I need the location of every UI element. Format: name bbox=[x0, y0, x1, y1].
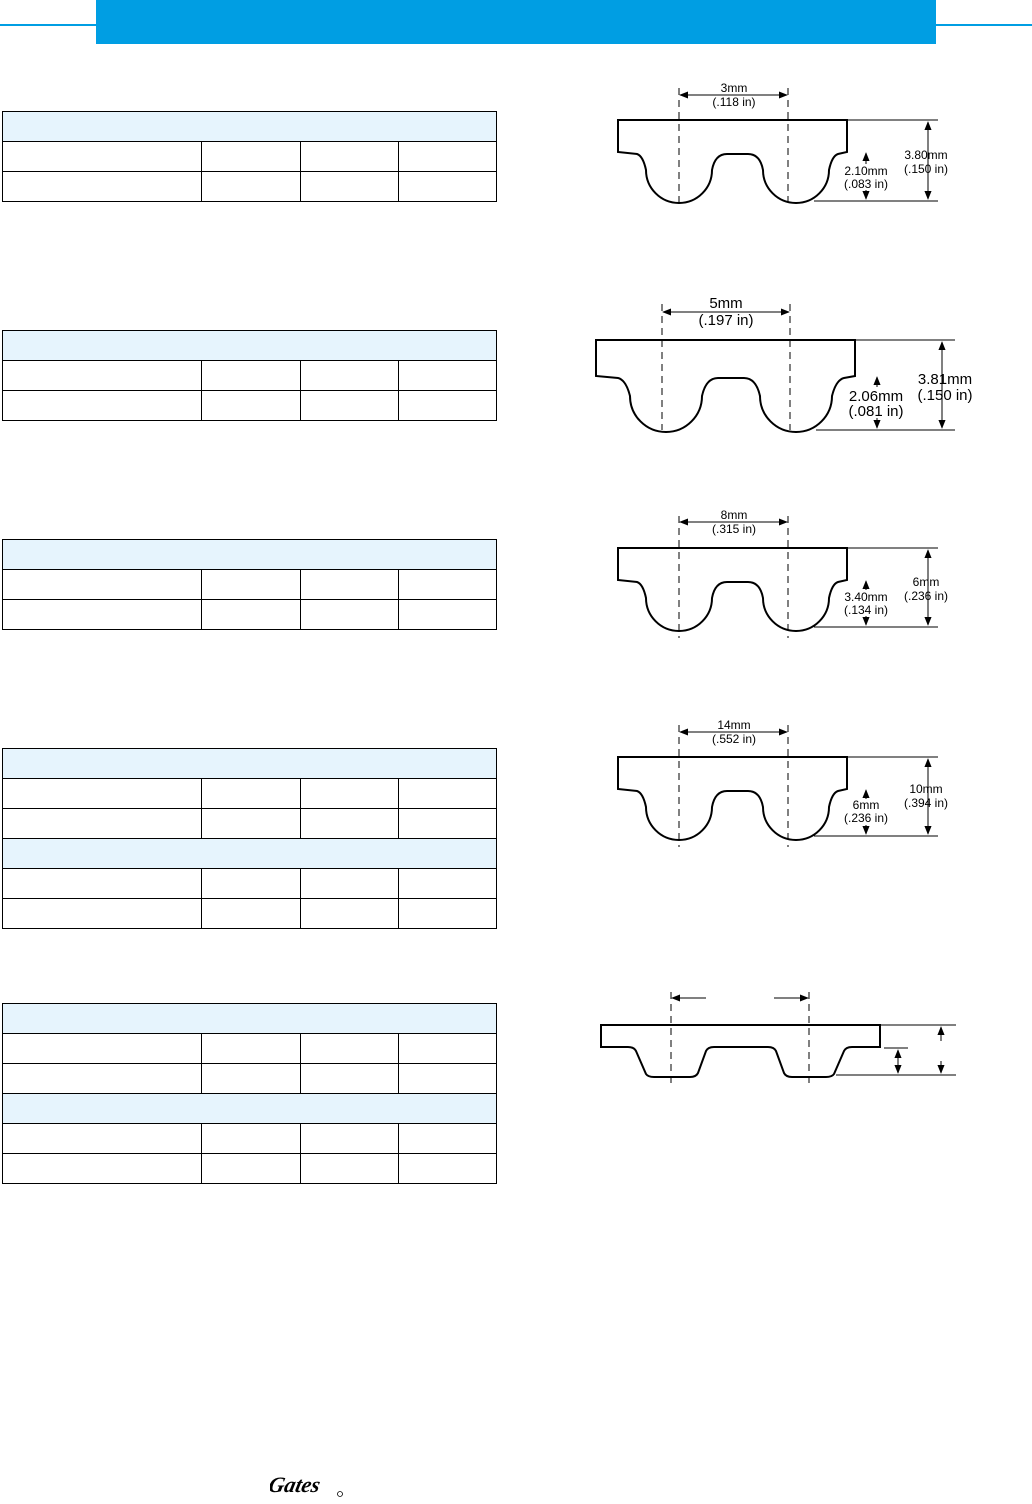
belt-outline bbox=[600, 1024, 881, 1078]
height-mm-label: 3.81mm bbox=[918, 371, 972, 388]
table-row bbox=[1, 141, 498, 172]
depth-in-label: (.081 in) bbox=[848, 403, 903, 420]
depth-mm-label: 6mm bbox=[853, 798, 880, 812]
table-row bbox=[1, 808, 498, 839]
depth-in-label: (.083 in) bbox=[844, 177, 888, 191]
belt-profile-3mm-diagram: 3mm (.118 in) 2.10mm (.083 in) 3.80mm (.… bbox=[617, 81, 948, 206]
table-header-row bbox=[2, 1093, 497, 1124]
table-row bbox=[1, 1123, 498, 1154]
depth-mm-label: 2.06mm bbox=[849, 388, 903, 405]
table-header-row bbox=[2, 748, 497, 779]
table-row bbox=[1, 171, 498, 202]
spec-table-2 bbox=[1, 330, 498, 421]
table-header-row bbox=[2, 539, 497, 570]
spec-table-3 bbox=[1, 539, 498, 630]
height-in-label: (.150 in) bbox=[917, 387, 972, 404]
belt-outline bbox=[617, 119, 848, 204]
pitch-mm-label: 14mm bbox=[717, 718, 750, 732]
pitch-mm-label: 5mm bbox=[709, 295, 742, 312]
table-header-row bbox=[2, 111, 497, 142]
belt-profile-trapezoidal-diagram bbox=[600, 992, 956, 1086]
pitch-in-label: (.197 in) bbox=[698, 312, 753, 329]
belt-profile-14mm-diagram: 14mm (.552 in) 6mm (.236 in) 10mm (.394 … bbox=[617, 718, 948, 847]
table-row bbox=[1, 390, 498, 421]
height-mm-label: 10mm bbox=[909, 782, 942, 796]
table-row bbox=[1, 868, 498, 899]
pitch-in-label: (.118 in) bbox=[712, 95, 755, 109]
spec-table-1 bbox=[1, 111, 498, 202]
height-mm-label: 6mm bbox=[913, 575, 940, 589]
depth-in-label: (.134 in) bbox=[844, 603, 888, 617]
height-mm-label: 3.80mm bbox=[904, 148, 947, 162]
belt-profile-5mm-diagram: 5mm (.197 in) 2.06mm (.081 in) 3.81mm (.… bbox=[595, 295, 973, 433]
depth-mm-label: 3.40mm bbox=[844, 590, 887, 604]
table-header-row bbox=[2, 330, 497, 361]
depth-in-label: (.236 in) bbox=[844, 811, 888, 825]
table-row bbox=[1, 1033, 498, 1064]
pitch-in-label: (.315 in) bbox=[712, 522, 756, 536]
height-in-label: (.394 in) bbox=[904, 796, 948, 810]
belt-outline bbox=[617, 547, 848, 632]
belt-outline bbox=[617, 756, 848, 841]
pitch-in-label: (.552 in) bbox=[712, 732, 756, 746]
gates-logo: Gates bbox=[270, 1472, 343, 1497]
header-banner bbox=[96, 0, 936, 44]
spec-table-5 bbox=[1, 1003, 498, 1184]
pitch-mm-label: 3mm bbox=[721, 81, 748, 95]
table-row bbox=[1, 569, 498, 600]
pitch-mm-label: 8mm bbox=[721, 508, 748, 522]
gates-logo-text: Gates bbox=[270, 1472, 323, 1497]
table-row bbox=[1, 599, 498, 630]
spec-table-4 bbox=[1, 748, 498, 929]
table-row bbox=[1, 360, 498, 391]
table-header-row bbox=[2, 1003, 497, 1034]
registered-mark-icon bbox=[337, 1491, 343, 1497]
table-header-row bbox=[2, 838, 497, 869]
height-in-label: (.150 in) bbox=[904, 162, 948, 176]
table-row bbox=[1, 1153, 498, 1184]
table-row bbox=[1, 1063, 498, 1094]
belt-outline bbox=[595, 339, 856, 433]
belt-profile-8mm-diagram: 8mm (.315 in) 3.40mm (.134 in) 6mm (.236… bbox=[617, 508, 948, 638]
table-row bbox=[1, 778, 498, 809]
height-in-label: (.236 in) bbox=[904, 589, 948, 603]
table-row bbox=[1, 898, 498, 929]
depth-mm-label: 2.10mm bbox=[844, 164, 887, 178]
